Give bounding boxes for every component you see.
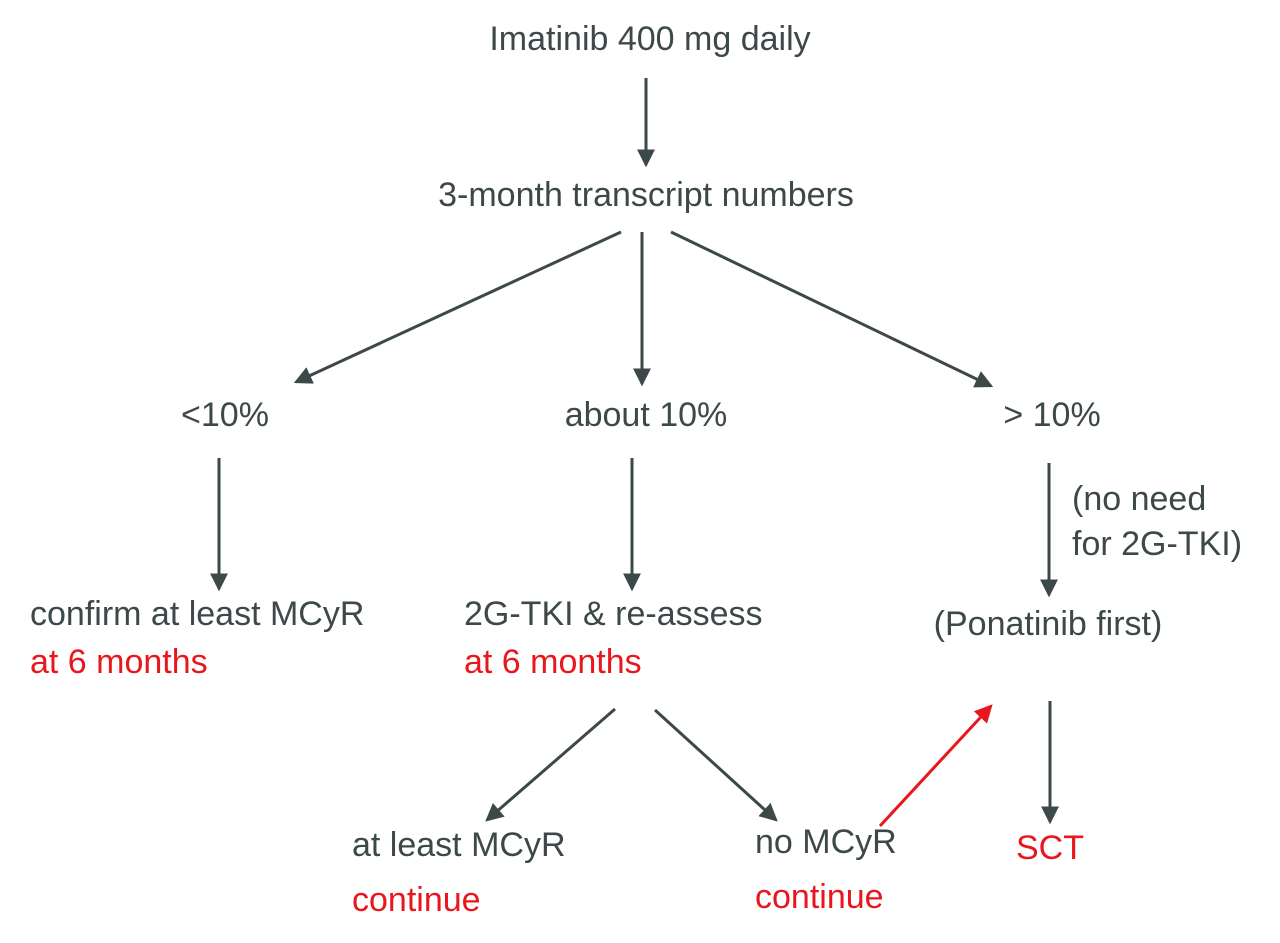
node-low-action: confirm at least MCyR at 6 months: [30, 590, 364, 686]
node-condition-high: > 10%: [1003, 396, 1101, 434]
arrow-bad-outcome-to-ponatinib: [878, 704, 993, 828]
node-high-arrow-note: (no need for 2G-TKI): [1072, 477, 1242, 567]
low-action-note: at 6 months: [30, 643, 208, 681]
low-action-text: confirm at least MCyR: [30, 595, 365, 633]
high-arrow-note-line-1: (no need: [1072, 480, 1207, 518]
arrow-assessment-to-high: [670, 230, 994, 388]
node-condition-low: <10%: [181, 396, 269, 434]
node-mid-action: 2G-TKI & re-assess at 6 months: [464, 590, 763, 686]
node-condition-mid: about 10%: [564, 396, 728, 434]
outcome-good-result: at least MCyR: [352, 826, 566, 864]
node-start: Imatinib 400 mg daily: [489, 20, 811, 58]
mid-action-note: at 6 months: [464, 643, 642, 681]
arrow-mid-action-to-good-outcome: [485, 707, 616, 822]
arrow-mid-action-to-bad-outcome: [653, 708, 778, 822]
arrow-assessment-to-low: [293, 230, 622, 384]
node-outcome-bad: no MCyR continue: [755, 815, 897, 925]
outcome-bad-note: continue: [755, 878, 884, 916]
high-arrow-note-line-2: for 2G-TKI): [1072, 525, 1243, 563]
node-outcome-good: at least MCyR continue: [352, 818, 566, 928]
node-high-action: (Ponatinib first): [933, 605, 1163, 643]
mid-action-text: 2G-TKI & re-assess: [464, 595, 763, 633]
node-high-final-sct: SCT: [1016, 829, 1084, 867]
node-assessment: 3-month transcript numbers: [438, 176, 854, 214]
outcome-bad-result: no MCyR: [755, 823, 897, 861]
outcome-good-note: continue: [352, 881, 481, 919]
